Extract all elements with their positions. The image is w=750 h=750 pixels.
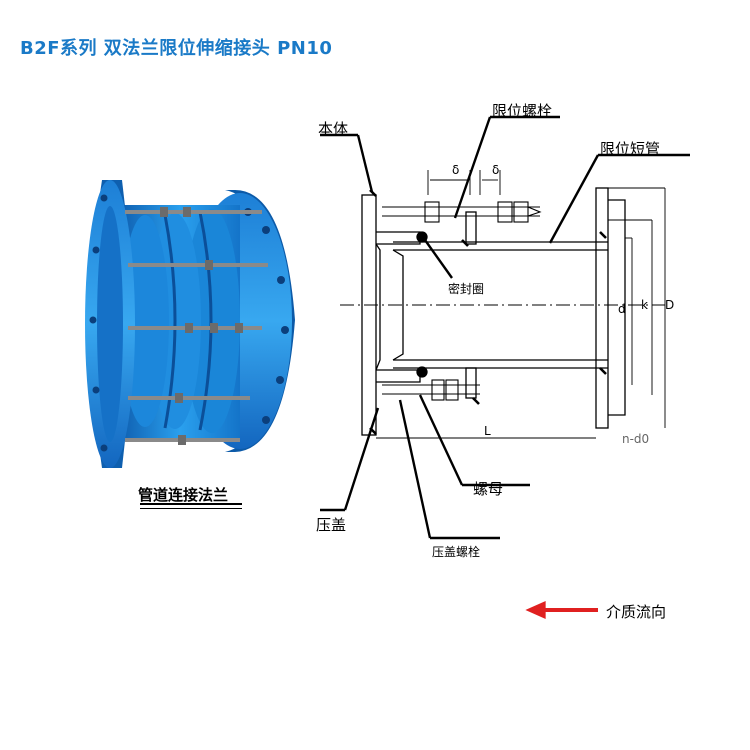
dim-k: k	[641, 298, 648, 312]
dim-d: d	[618, 302, 626, 316]
seal-ring-top	[416, 231, 428, 243]
dim-n-d0: n-d0	[622, 432, 650, 446]
body-flange	[361, 194, 421, 436]
label-gland: 压盖	[316, 516, 347, 534]
caption-underline	[140, 503, 242, 505]
dim-L: L	[484, 424, 491, 438]
limit-bolt-top	[382, 201, 542, 223]
flow-arrow	[525, 600, 598, 620]
label-medium-flow: 介质流向	[606, 603, 667, 621]
dim-delta-2: δ	[492, 163, 500, 177]
dimension-lines	[376, 170, 666, 439]
leader-lines	[320, 115, 690, 540]
caption-underline-2	[140, 508, 242, 509]
label-body: 本体	[318, 120, 349, 138]
gland-bolt-bottom	[382, 379, 480, 401]
label-nut: 螺母	[473, 480, 504, 498]
hatch	[369, 189, 607, 435]
short-pipe-flange	[595, 187, 626, 429]
seal-ring-bottom	[416, 366, 428, 378]
label-seal-ring: 密封圈	[448, 282, 485, 296]
product-caption: 管道连接法兰	[138, 486, 229, 504]
page-title: B2F系列 双法兰限位伸缩接头 PN10	[20, 38, 333, 59]
label-limit-short-pipe: 限位短管	[600, 140, 661, 158]
rod-nuts	[160, 207, 243, 445]
limit-short-pipe	[392, 241, 608, 369]
label-limit-bolt: 限位螺栓	[492, 102, 553, 120]
left-flange	[85, 180, 135, 468]
label-gland-bolt: 压盖螺栓	[432, 545, 481, 559]
dim-D: D	[665, 298, 675, 312]
dim-delta-1: δ	[452, 163, 460, 177]
